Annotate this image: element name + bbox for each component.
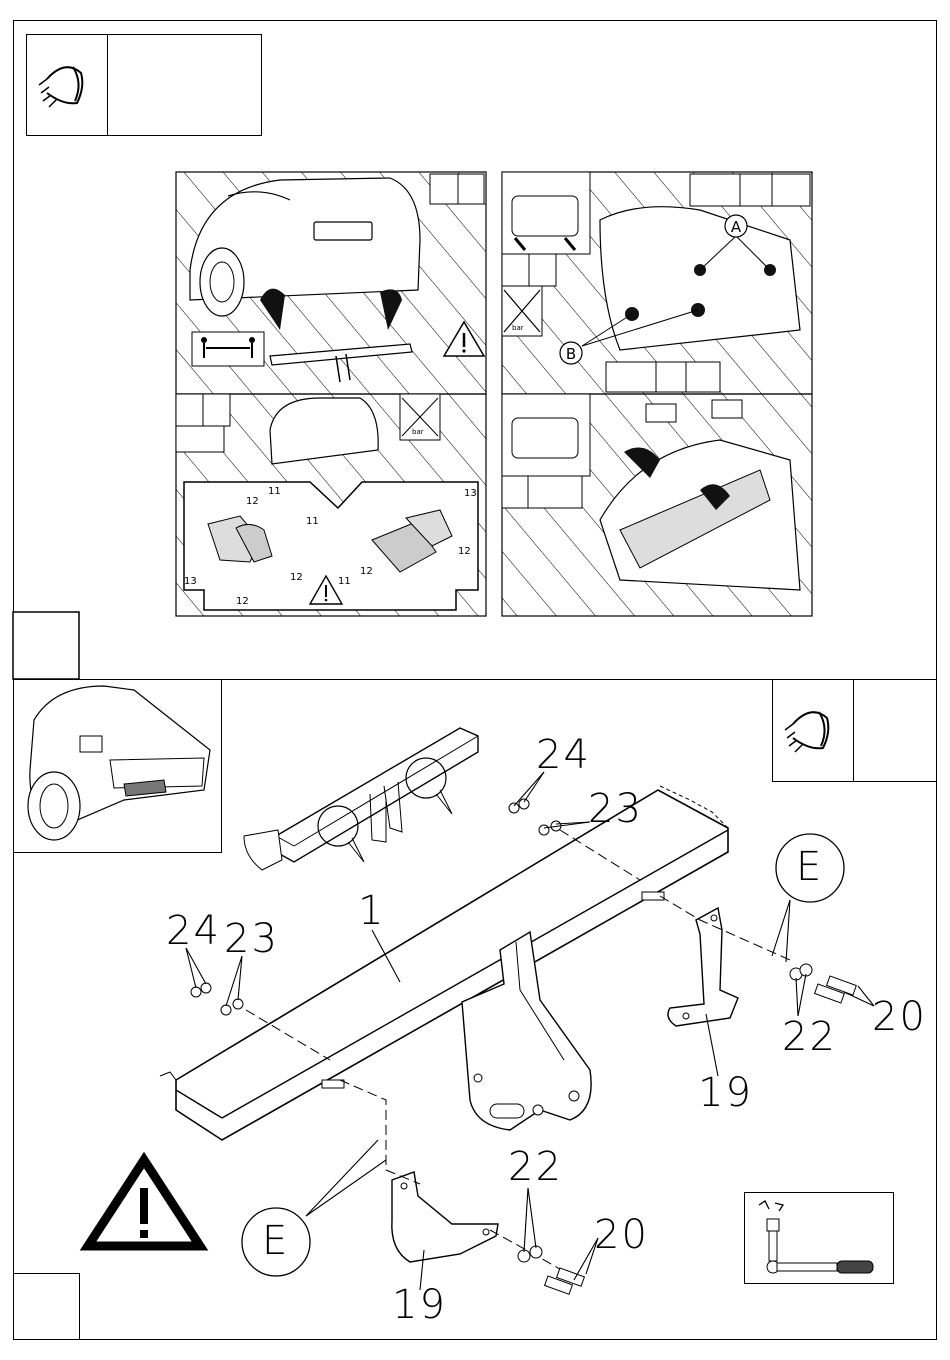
- warning-triangle-icon: [88, 1160, 200, 1246]
- bar-text-2: bar: [412, 428, 424, 436]
- label-part-19-right: 19: [698, 1070, 753, 1116]
- callout-11-c: 11: [338, 576, 351, 587]
- circle-e-top-label: E: [796, 844, 823, 890]
- marker-b: B: [566, 345, 576, 363]
- label-part-24-top: 24: [536, 732, 591, 778]
- top-diagram: bar A B bar 12 11 11: [0, 0, 950, 680]
- callout-11-b: 11: [306, 516, 319, 527]
- label-part-22-bottom: 22: [508, 1144, 563, 1190]
- callout-12-b: 12: [290, 572, 303, 583]
- torque-wrench-icon: [745, 1193, 891, 1281]
- step-number-box: [13, 1273, 80, 1340]
- label-part-24-left: 24: [166, 908, 221, 954]
- marker-a: A: [731, 218, 742, 236]
- panel-fitting: [502, 394, 812, 616]
- torque-wrench-box: [744, 1192, 894, 1284]
- bar-text: bar: [512, 324, 524, 332]
- callout-13-a: 13: [184, 576, 197, 587]
- callout-12-c: 12: [236, 596, 249, 607]
- label-part-22-right: 22: [782, 1014, 837, 1060]
- label-part-20-bottom: 20: [594, 1212, 649, 1258]
- panel-brackets: bar 12 11 11 12 13 12 11 12 13 12: [176, 394, 486, 616]
- beam-preview: [244, 728, 478, 870]
- panel-underbody: bar A B: [502, 172, 812, 394]
- label-part-19-bottom: 19: [392, 1282, 447, 1328]
- label-part-1: 1: [358, 888, 385, 934]
- callout-13-b: 13: [464, 488, 477, 499]
- label-part-23-top: 23: [588, 786, 643, 832]
- callout-11-a: 11: [268, 486, 281, 497]
- callout-12-a: 12: [246, 496, 259, 507]
- bracket-right: [660, 896, 790, 1026]
- label-part-20-right: 20: [872, 994, 927, 1040]
- label-part-23-left: 23: [224, 916, 279, 962]
- panel-car-rear: [176, 172, 486, 394]
- callout-12-d: 12: [360, 566, 373, 577]
- callout-12-e: 12: [458, 546, 471, 557]
- circle-e-bottom-label: E: [262, 1218, 289, 1264]
